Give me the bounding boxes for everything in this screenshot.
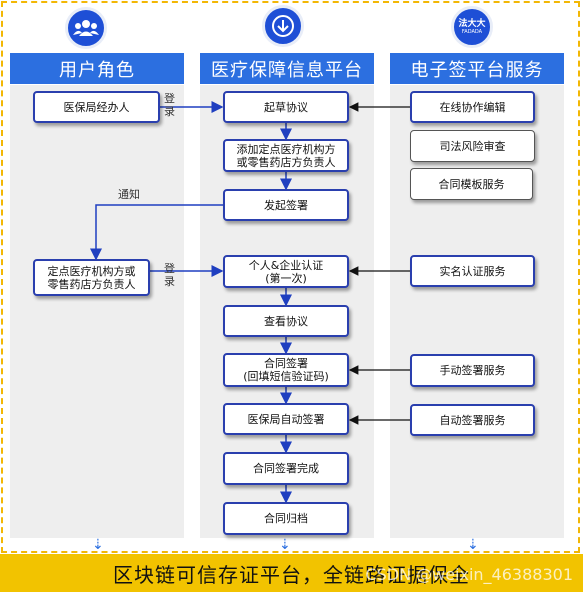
label-notify: 通知: [118, 188, 140, 201]
user-column-bg: [10, 85, 184, 538]
down-chevron-icon: ⇣: [279, 537, 291, 553]
down-arrow-icon: [262, 5, 304, 47]
box-initiate-signing: 发起签署: [223, 189, 349, 221]
box-auto-signing-service: 自动签署服务: [410, 404, 535, 436]
box-legal-risk-review: 司法风险审查: [410, 130, 535, 162]
label-login-1: 登录: [164, 92, 175, 118]
box-manual-signing: 手动签署服务: [410, 354, 535, 387]
down-chevron-icon: ⇣: [92, 537, 104, 553]
users-icon: [65, 7, 107, 49]
esign-platform-header: 电子签平台服务: [390, 53, 564, 84]
box-contract-template: 合同模板服务: [410, 168, 533, 200]
label-login-2: 登录: [164, 262, 175, 288]
fadada-logo: 法大大 FADADA: [451, 6, 493, 48]
box-identity-auth: 个人&企业认证 (第一次): [223, 255, 349, 288]
box-auto-sign-bureau: 医保局自动签署: [223, 403, 349, 435]
box-contract-archive: 合同归档: [223, 502, 349, 535]
down-chevron-icon: ⇣: [467, 537, 479, 553]
user-role-header: 用户角色: [10, 53, 184, 84]
banner-text: 区块链可信存证平台，全链路证据保全: [113, 562, 470, 587]
box-realname-auth: 实名认证服务: [410, 255, 535, 287]
box-institution-responsible: 定点医疗机构方或 零售药店方负责人: [33, 259, 150, 296]
fadada-logo-text: 法大大: [458, 19, 486, 29]
watermark: CSDN @weixin_46388301: [365, 565, 573, 584]
box-signing-complete: 合同签署完成: [223, 452, 349, 485]
blockchain-banner: 区块链可信存证平台，全链路证据保全: [0, 554, 583, 592]
box-contract-signing: 合同签署 (回填短信验证码): [223, 353, 349, 387]
box-view-agreement: 查看协议: [223, 305, 349, 337]
box-draft-agreement: 起草协议: [223, 91, 349, 123]
box-add-responsible: 添加定点医疗机构方 或零售药店方负责人: [223, 139, 349, 172]
box-online-collab-edit: 在线协作编辑: [410, 91, 535, 123]
fadada-logo-subtext: FADADA: [461, 29, 483, 35]
box-insurance-handler: 医保局经办人: [33, 91, 160, 123]
medical-platform-header: 医疗保障信息平台: [200, 53, 374, 84]
outer-dashed-frame: [1, 1, 580, 553]
